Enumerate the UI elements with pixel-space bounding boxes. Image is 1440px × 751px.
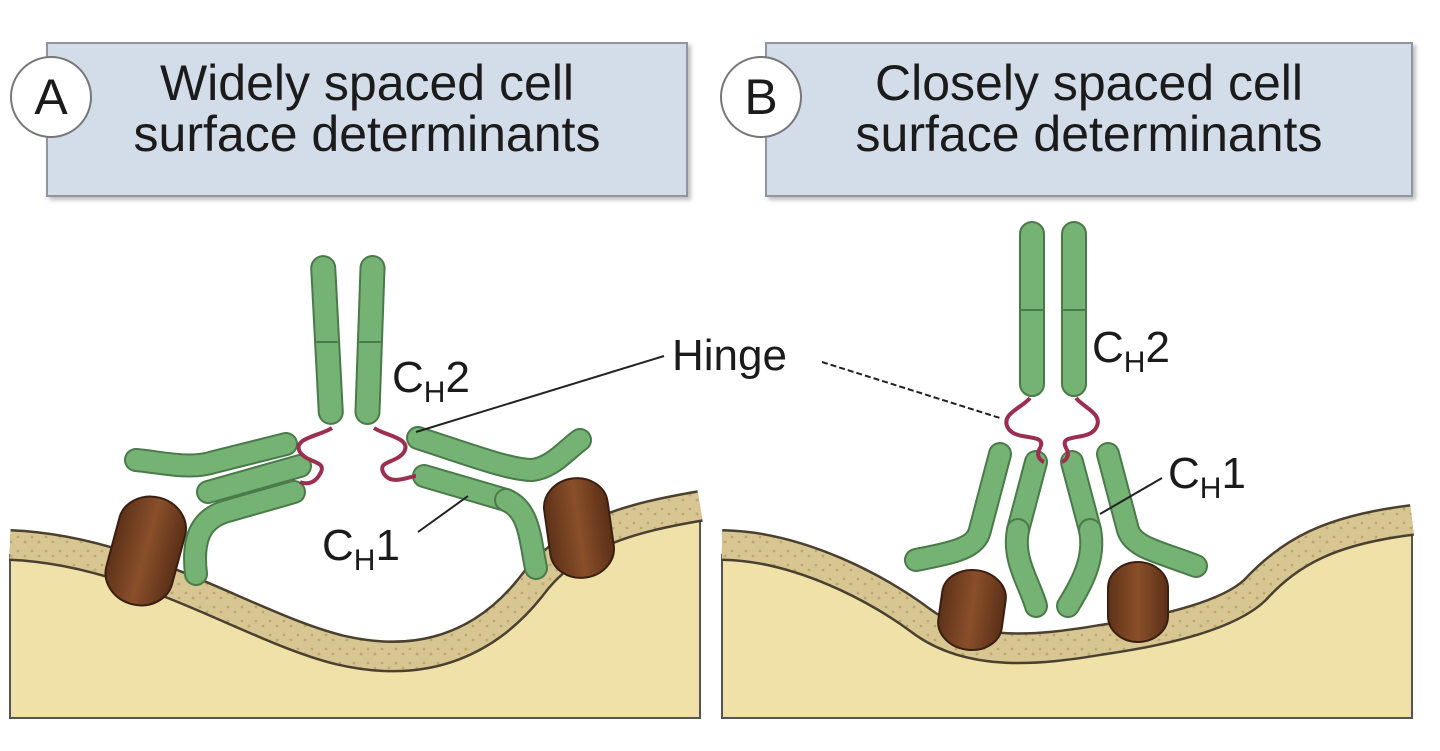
panel-a-title: Widely spaced cell surface determinants xyxy=(46,42,688,197)
svg-text:CH1: CH1 xyxy=(1168,449,1246,505)
panel-a-title-line1: Widely spaced cell xyxy=(159,55,575,111)
panel-a-hinge-left xyxy=(296,426,334,486)
hinge-leader-a xyxy=(415,355,665,433)
panel-a-ch1-label: CH1 xyxy=(322,521,400,577)
hinge-leader-b xyxy=(821,361,1001,419)
svg-text:CH2: CH2 xyxy=(1092,323,1170,379)
panel-b-ch2-label: CH2 xyxy=(1092,323,1170,379)
panel-a-antigen-right xyxy=(543,477,615,579)
panel-b-antibody xyxy=(904,221,1208,618)
panel-a-antibody xyxy=(124,255,592,586)
panel-a-badge: A xyxy=(10,56,92,138)
panel-a-ch2-label: CH2 xyxy=(392,353,470,409)
panel-b-ch1-label: CH1 xyxy=(1168,449,1246,505)
panel-a-ch1-leader xyxy=(417,495,469,533)
panel-b-title-line2: surface determinants xyxy=(855,106,1323,162)
panel-b-antigen-right xyxy=(1107,561,1169,643)
panel-a-hinge-right xyxy=(372,426,417,482)
panel-b-cell xyxy=(721,504,1414,719)
hinge-label: Hinge xyxy=(672,331,787,380)
panel-a-antigen-left xyxy=(104,495,187,607)
svg-text:CH2: CH2 xyxy=(392,353,470,409)
panel-b-antigen-left xyxy=(937,569,1007,651)
panel-b-hinge-left xyxy=(1004,396,1045,464)
panel-b-ch1-leader xyxy=(1099,477,1163,515)
svg-text:CH1: CH1 xyxy=(322,521,400,577)
panel-b-title-line1: Closely spaced cell xyxy=(875,55,1303,111)
panel-b-hinge-right xyxy=(1061,396,1100,464)
panel-b-badge: B xyxy=(720,56,802,138)
panel-a-title-line2: surface determinants xyxy=(133,106,601,162)
panel-b-title: Closely spaced cell surface determinants xyxy=(765,42,1413,197)
